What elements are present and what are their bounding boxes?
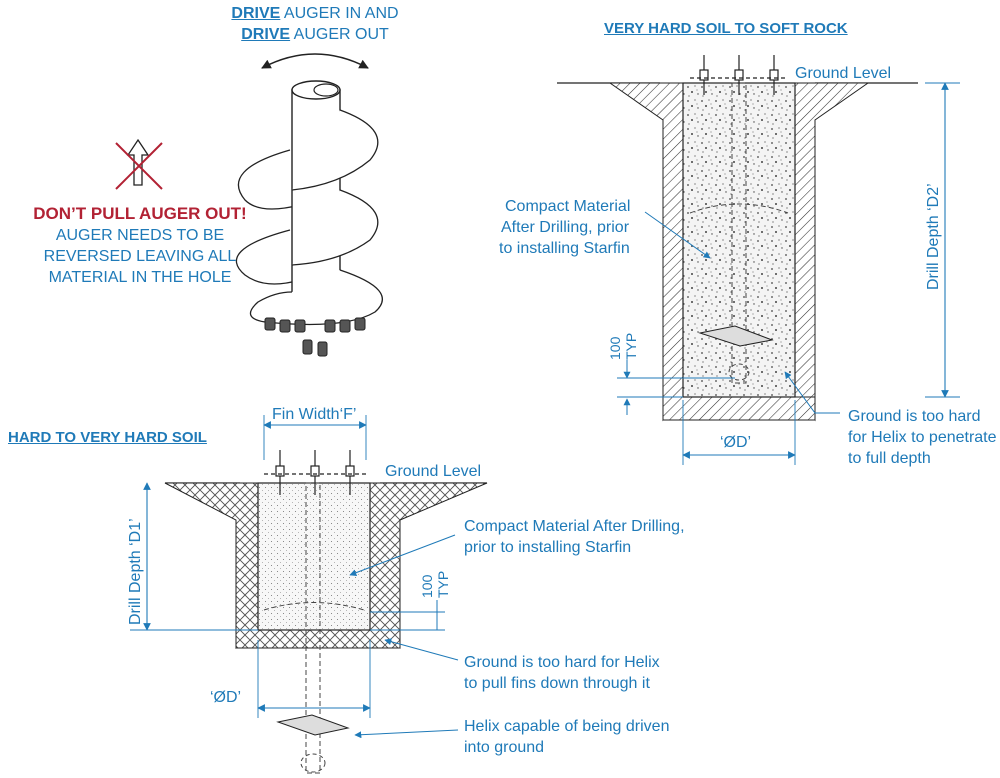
tr-diameter: ‘ØD’ [720, 434, 752, 451]
tr-compact-line-1: Compact Material [505, 198, 631, 215]
bl-ground-hard-1: Ground is too hard for Helix [464, 654, 660, 671]
auger-illustration [235, 53, 383, 357]
tr-ground-hard-2: for Helix to penetrate [848, 429, 997, 446]
bl-dim-100: 100 [419, 574, 435, 598]
bl-compact-line-2: prior to installing Starfin [464, 539, 632, 556]
no-pull-icon [115, 138, 163, 190]
bl-dim-typ: TYP [435, 571, 451, 598]
bl-helix-line-1: Helix capable of being driven [464, 718, 670, 735]
drill-depth-d1-label: Drill Depth ‘D1’ [127, 518, 144, 625]
bl-ground-hard-2: to pull fins down through it [464, 675, 650, 692]
auger-heading-line1: DRIVE AUGER IN AND [190, 3, 440, 24]
tr-compact-line-3: to installing Starfin [499, 240, 630, 257]
tr-dim-100: 100 [607, 336, 623, 360]
auger-heading-rest2: AUGER OUT [290, 26, 389, 43]
bl-ground-level: Ground Level [385, 463, 482, 480]
auger-heading-bold1: DRIVE [231, 5, 281, 22]
bl-helix-line-2: into ground [464, 739, 545, 756]
tr-compact-line-2: After Drilling, prior [501, 219, 630, 236]
tr-ground-hard-1: Ground is too hard [848, 408, 981, 425]
drill-depth-d2-label: Drill Depth ‘D2’ [925, 183, 942, 290]
tr-ground-hard-3: to full depth [848, 450, 931, 467]
tr-dim-typ: TYP [623, 333, 639, 360]
bl-compact-line-1: Compact Material After Drilling, [464, 518, 685, 535]
hard-soil-section [130, 415, 488, 774]
very-hard-soil-section [557, 55, 960, 465]
bl-diameter: ‘ØD’ [210, 689, 242, 706]
auger-heading-bold2: DRIVE [241, 26, 291, 43]
very-hard-heading: VERY HARD SOIL TO SOFT ROCK [604, 20, 848, 37]
tr-ground-level: Ground Level [795, 65, 892, 82]
auger-heading-rest1: AUGER IN AND [280, 5, 399, 22]
bl-fin-width: Fin Width‘F’ [272, 406, 357, 423]
auger-heading-line2: DRIVE AUGER OUT [190, 24, 440, 45]
warning-line-3: MATERIAL IN THE HOLE [48, 269, 232, 286]
warning-title: DON’T PULL AUGER OUT! [33, 204, 247, 223]
warning-line-2: REVERSED LEAVING ALL [43, 248, 237, 265]
hard-heading: HARD TO VERY HARD SOIL [8, 429, 207, 446]
warning-line-1: AUGER NEEDS TO BE [55, 227, 225, 244]
